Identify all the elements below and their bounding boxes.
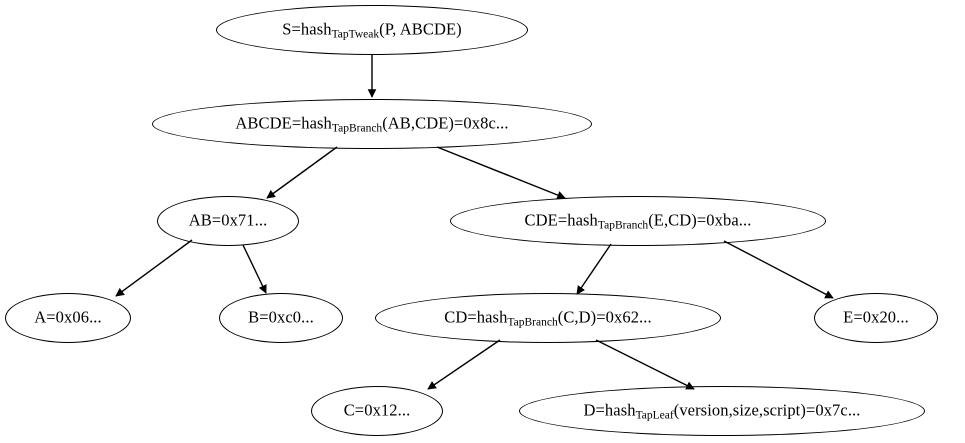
edge-cd-to-c	[427, 339, 501, 390]
node-c-label: C=0x12...	[343, 400, 411, 420]
node-cde[interactable]: CDE=hashTapBranch(E,CD)=0xba...	[450, 196, 826, 246]
node-e[interactable]: E=0x20...	[814, 293, 938, 343]
node-cd-label: CD=hashTapBranch(C,D)=0x62...	[444, 307, 652, 329]
node-cde-label: CDE=hashTapBranch(E,CD)=0xba...	[524, 210, 752, 232]
node-s-label: S=hashTapTweak(P, ABCDE)	[282, 19, 462, 41]
node-abcde-label: ABCDE=hashTapBranch(AB,CDE)=0x8c...	[235, 113, 509, 135]
edge-ab-to-b	[242, 244, 267, 294]
node-e-label: E=0x20...	[843, 307, 909, 327]
node-c[interactable]: C=0x12...	[311, 386, 443, 436]
node-cd[interactable]: CD=hashTapBranch(C,D)=0x62...	[375, 293, 721, 343]
node-b-label: B=0xc0...	[248, 307, 314, 327]
node-ab[interactable]: AB=0x71...	[157, 196, 299, 246]
edge-abcde-to-ab	[266, 146, 338, 199]
edge-cd-to-d	[595, 339, 695, 390]
edge-cde-to-cd	[576, 243, 612, 295]
node-d[interactable]: D=hashTapLeaf(version,size,script)=0x7c.…	[519, 386, 925, 436]
node-a[interactable]: A=0x06...	[5, 293, 131, 343]
edge-ab-to-a	[115, 239, 193, 297]
edge-abcde-to-cde	[436, 146, 566, 200]
node-d-label: D=hashTapLeaf(version,size,script)=0x7c.…	[583, 400, 861, 422]
node-s[interactable]: S=hashTapTweak(P, ABCDE)	[216, 5, 528, 55]
node-b[interactable]: B=0xc0...	[219, 293, 343, 343]
node-ab-label: AB=0x71...	[188, 210, 268, 230]
node-abcde[interactable]: ABCDE=hashTapBranch(AB,CDE)=0x8c...	[152, 99, 592, 149]
edge-cde-to-e	[723, 240, 834, 299]
node-a-label: A=0x06...	[34, 307, 102, 327]
